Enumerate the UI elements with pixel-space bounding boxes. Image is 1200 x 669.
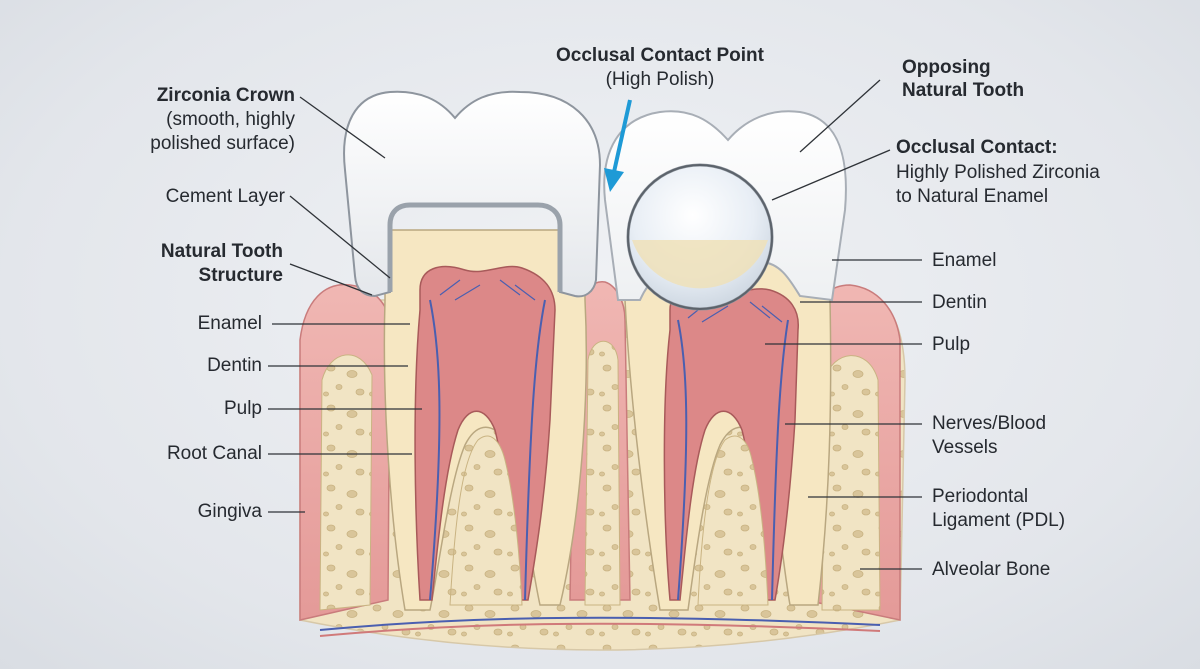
right-pulp-label: Pulp <box>932 334 971 355</box>
zirconia-crown-sub1: (smooth, highly <box>166 109 295 130</box>
occlusal-arrow-shaft <box>612 99 632 173</box>
left-dentin-label: Dentin <box>207 355 262 376</box>
occlusal-contact-point-label: Occlusal Contact Point <box>556 45 764 66</box>
gingiva-label: Gingiva <box>197 501 262 522</box>
high-polish-label: (High Polish) <box>605 69 715 90</box>
pdl-label-line2: Ligament (PDL) <box>932 510 1066 531</box>
occlusal-contact-label: Occlusal Contact: <box>896 137 1058 158</box>
natural-tooth-structure-label-line1: Natural Tooth <box>160 241 283 262</box>
left-pulp-label: Pulp <box>223 398 262 419</box>
occlusal-contact-sub2: to Natural Enamel <box>896 186 1049 207</box>
occlusal-contact-sub1: Highly Polished Zirconia <box>896 162 1100 183</box>
cement-layer-label: Cement Layer <box>165 186 285 207</box>
right-enamel-label: Enamel <box>932 250 997 271</box>
zirconia-crown-label: Zirconia Crown <box>156 85 295 106</box>
right-dentin-label: Dentin <box>932 292 987 313</box>
natural-tooth-structure-label-line2: Structure <box>198 265 283 286</box>
alveolar-bone-label: Alveolar Bone <box>932 559 1051 580</box>
nerves-label-line1: Nerves/Blood <box>932 413 1047 434</box>
opposing-tooth-label-line1: Opposing <box>902 57 991 78</box>
occlusal-arrow-head <box>604 168 624 192</box>
root-canal-label: Root Canal <box>166 443 262 464</box>
pdl-label-line1: Periodontal <box>932 486 1029 507</box>
cement-layer <box>387 202 563 292</box>
zirconia-crown-sub2: polished surface) <box>150 133 295 154</box>
nerves-label-line2: Vessels <box>932 437 998 458</box>
opposing-tooth-label-line2: Natural Tooth <box>902 80 1025 101</box>
left-enamel-label: Enamel <box>197 313 262 334</box>
